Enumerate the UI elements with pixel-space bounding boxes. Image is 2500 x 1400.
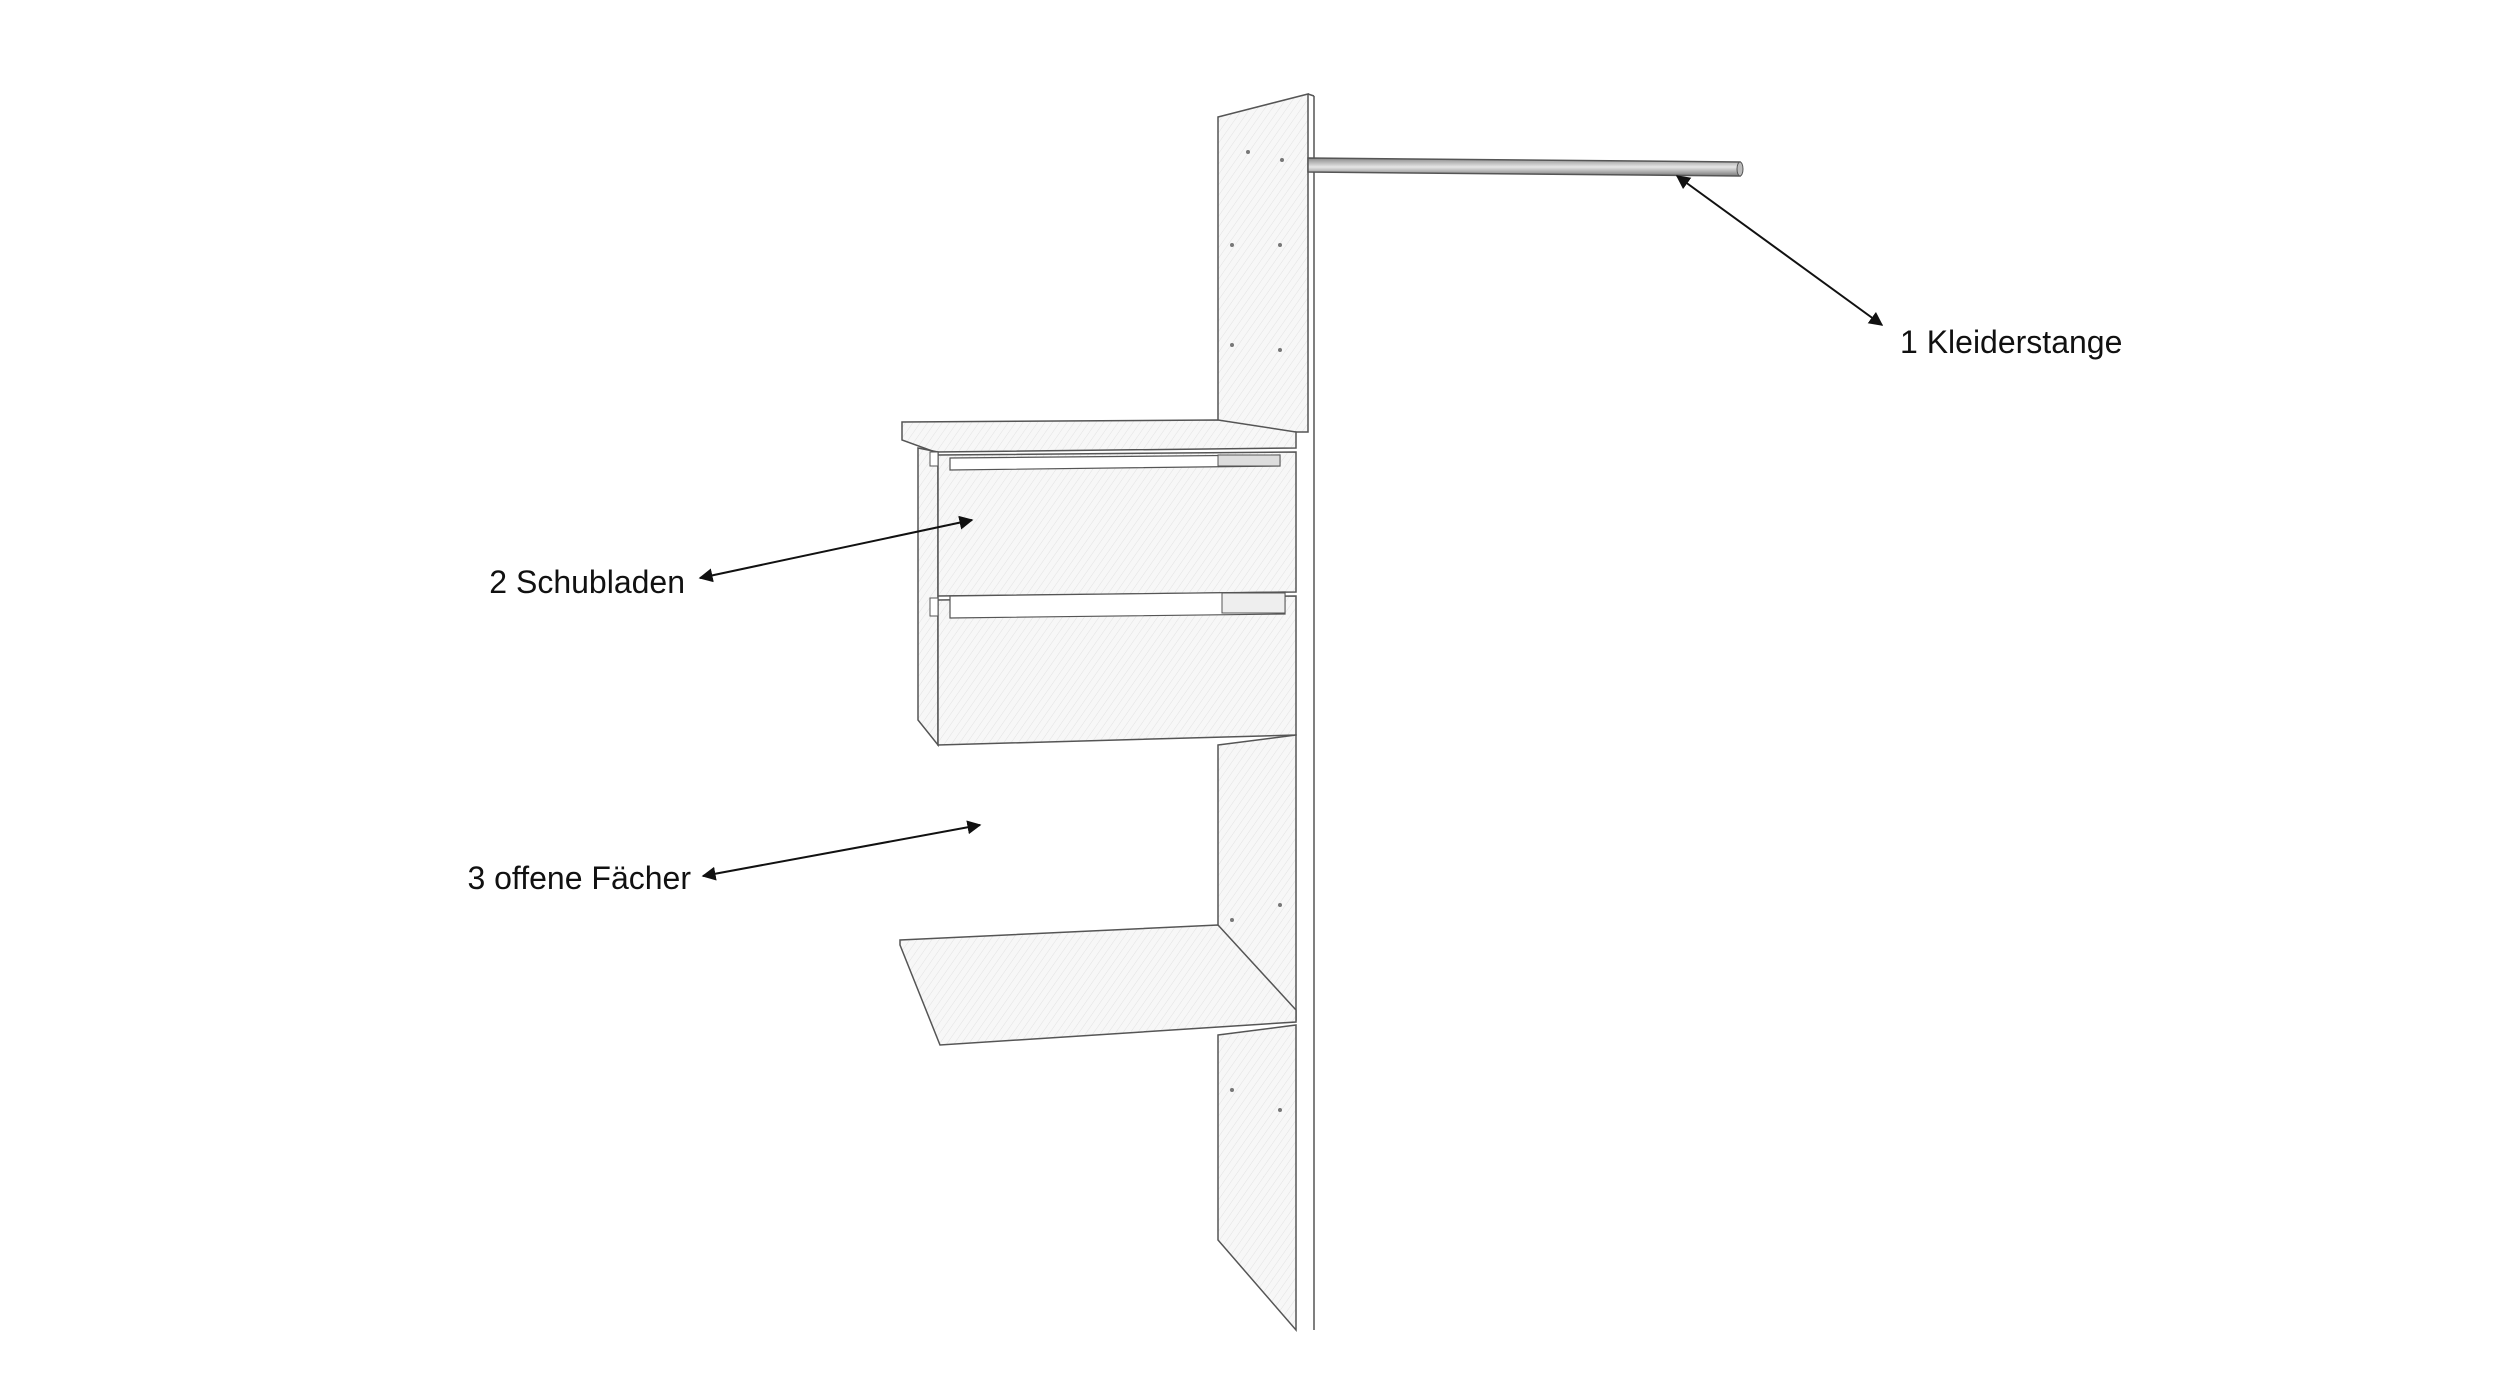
drawer-side-notch-1 bbox=[929, 451, 939, 467]
arrow-drawers bbox=[698, 515, 974, 583]
arrow-rod bbox=[1675, 175, 1884, 326]
drawer-side-notch-2 bbox=[929, 597, 939, 617]
callout-label-open-shelves: 3 offene Fächer bbox=[467, 860, 691, 896]
upper-panel-edge bbox=[1307, 93, 1315, 97]
dowel-holes-lower bbox=[1230, 1088, 1282, 1112]
upper-drawer-front bbox=[937, 451, 1297, 597]
clothes-rod bbox=[1307, 157, 1744, 177]
lower-drawer-front bbox=[937, 595, 1297, 746]
lower-drawer-handle-slot bbox=[949, 591, 1286, 619]
lower-side-panel bbox=[1217, 1024, 1297, 1333]
callout-label-drawers: 2 Schubladen bbox=[489, 564, 685, 600]
upper-side-panel bbox=[1217, 93, 1309, 433]
lower-drawer-runner bbox=[1221, 592, 1286, 614]
drawer-unit-top bbox=[901, 419, 1297, 453]
dowel-holes-middle bbox=[1230, 903, 1282, 922]
upper-drawer-runner bbox=[1217, 454, 1281, 467]
dowel-holes-upper bbox=[1230, 150, 1284, 352]
arrow-shelves bbox=[701, 820, 982, 881]
drawer-unit-side bbox=[917, 447, 939, 748]
open-shelf-board bbox=[899, 924, 1297, 1046]
callout-label-clothes-rod: 1 Kleiderstange bbox=[1900, 324, 2123, 360]
